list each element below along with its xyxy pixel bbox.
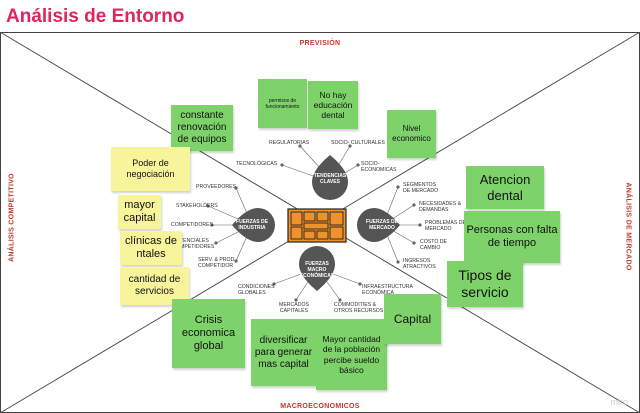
center-grid [287, 208, 347, 243]
edge-label-prevision: PREVISIÓN [299, 40, 341, 47]
page-title: Análisis de Entorno [6, 6, 185, 27]
hub-label-mercado: FUERZAS DE MERCADO [366, 219, 398, 231]
sticky-note[interactable]: cantidad de servicios [120, 267, 189, 305]
sticky-note[interactable]: diversificar para generar mas capital [251, 319, 316, 386]
sticky-note[interactable]: constante renovación de equipos [171, 105, 233, 151]
miro-watermark: miro [610, 397, 629, 407]
hub-industria [232, 208, 275, 242]
label-competidores: COMPETIDORES [171, 222, 214, 228]
canvas-board[interactable] [0, 32, 640, 413]
label-stakeholders: STAKEHOLDERS [176, 203, 218, 209]
label-commodities: COMMODITIES &OTROS RECURSOS [334, 302, 384, 314]
hub-macro [299, 246, 335, 291]
diagram-lines [0, 32, 640, 413]
sticky-note[interactable]: Nivel economico [387, 110, 436, 158]
hub-label-macro: FUERZAS MACRO ECONÓMICAS [299, 261, 335, 279]
hub-label-industria: FUERZAS DE INDUSTRIA [236, 219, 268, 231]
sticky-note[interactable]: permisos de funcionamiento [258, 79, 307, 128]
hub-label-tendencias: TENDENCIAS CLAVES [313, 173, 347, 185]
edge-label-analisis-mercado: ANÁLISIS DE MERCADO [624, 182, 632, 271]
sticky-note[interactable]: No hay educación dental [308, 81, 358, 129]
hub-tendencias [312, 155, 348, 200]
label-socio-culturales: SOCIO- CULTURALES [331, 140, 385, 146]
sticky-note[interactable]: Poder de negociación [111, 147, 190, 191]
sticky-note[interactable]: Personas con falta de tiempo [464, 211, 560, 263]
sticky-note[interactable]: Tipos de servicio [447, 261, 523, 307]
sticky-note[interactable]: Mayor cantidad de la población percibe s… [316, 319, 387, 390]
label-socio-economicas: SOCIO-ECONOMICAS [361, 161, 397, 173]
hub-mercado [357, 208, 400, 242]
sticky-note[interactable]: clínicas de ntales [120, 231, 182, 265]
edge-label-analisis-competitivo: ANÁLISIS COMPETITIVO [8, 173, 16, 262]
edge-label-macroeconomicos: MACROECONOMICOS [280, 403, 360, 410]
label-proveedores: PROVEEDORES [196, 184, 237, 190]
label-regulatorias: REGULATORIAS [269, 140, 310, 146]
sticky-note[interactable]: Atencion dental [466, 166, 544, 209]
label-necesidades: NECESIDADES &DEMANDAS [419, 201, 462, 213]
label-tecnologicas: TECNOLÓGICAS [236, 161, 278, 167]
sticky-note[interactable]: mayor capital [118, 195, 161, 229]
sticky-note[interactable]: Capital [384, 294, 441, 344]
sticky-note[interactable]: Crisis economica global [172, 299, 245, 368]
